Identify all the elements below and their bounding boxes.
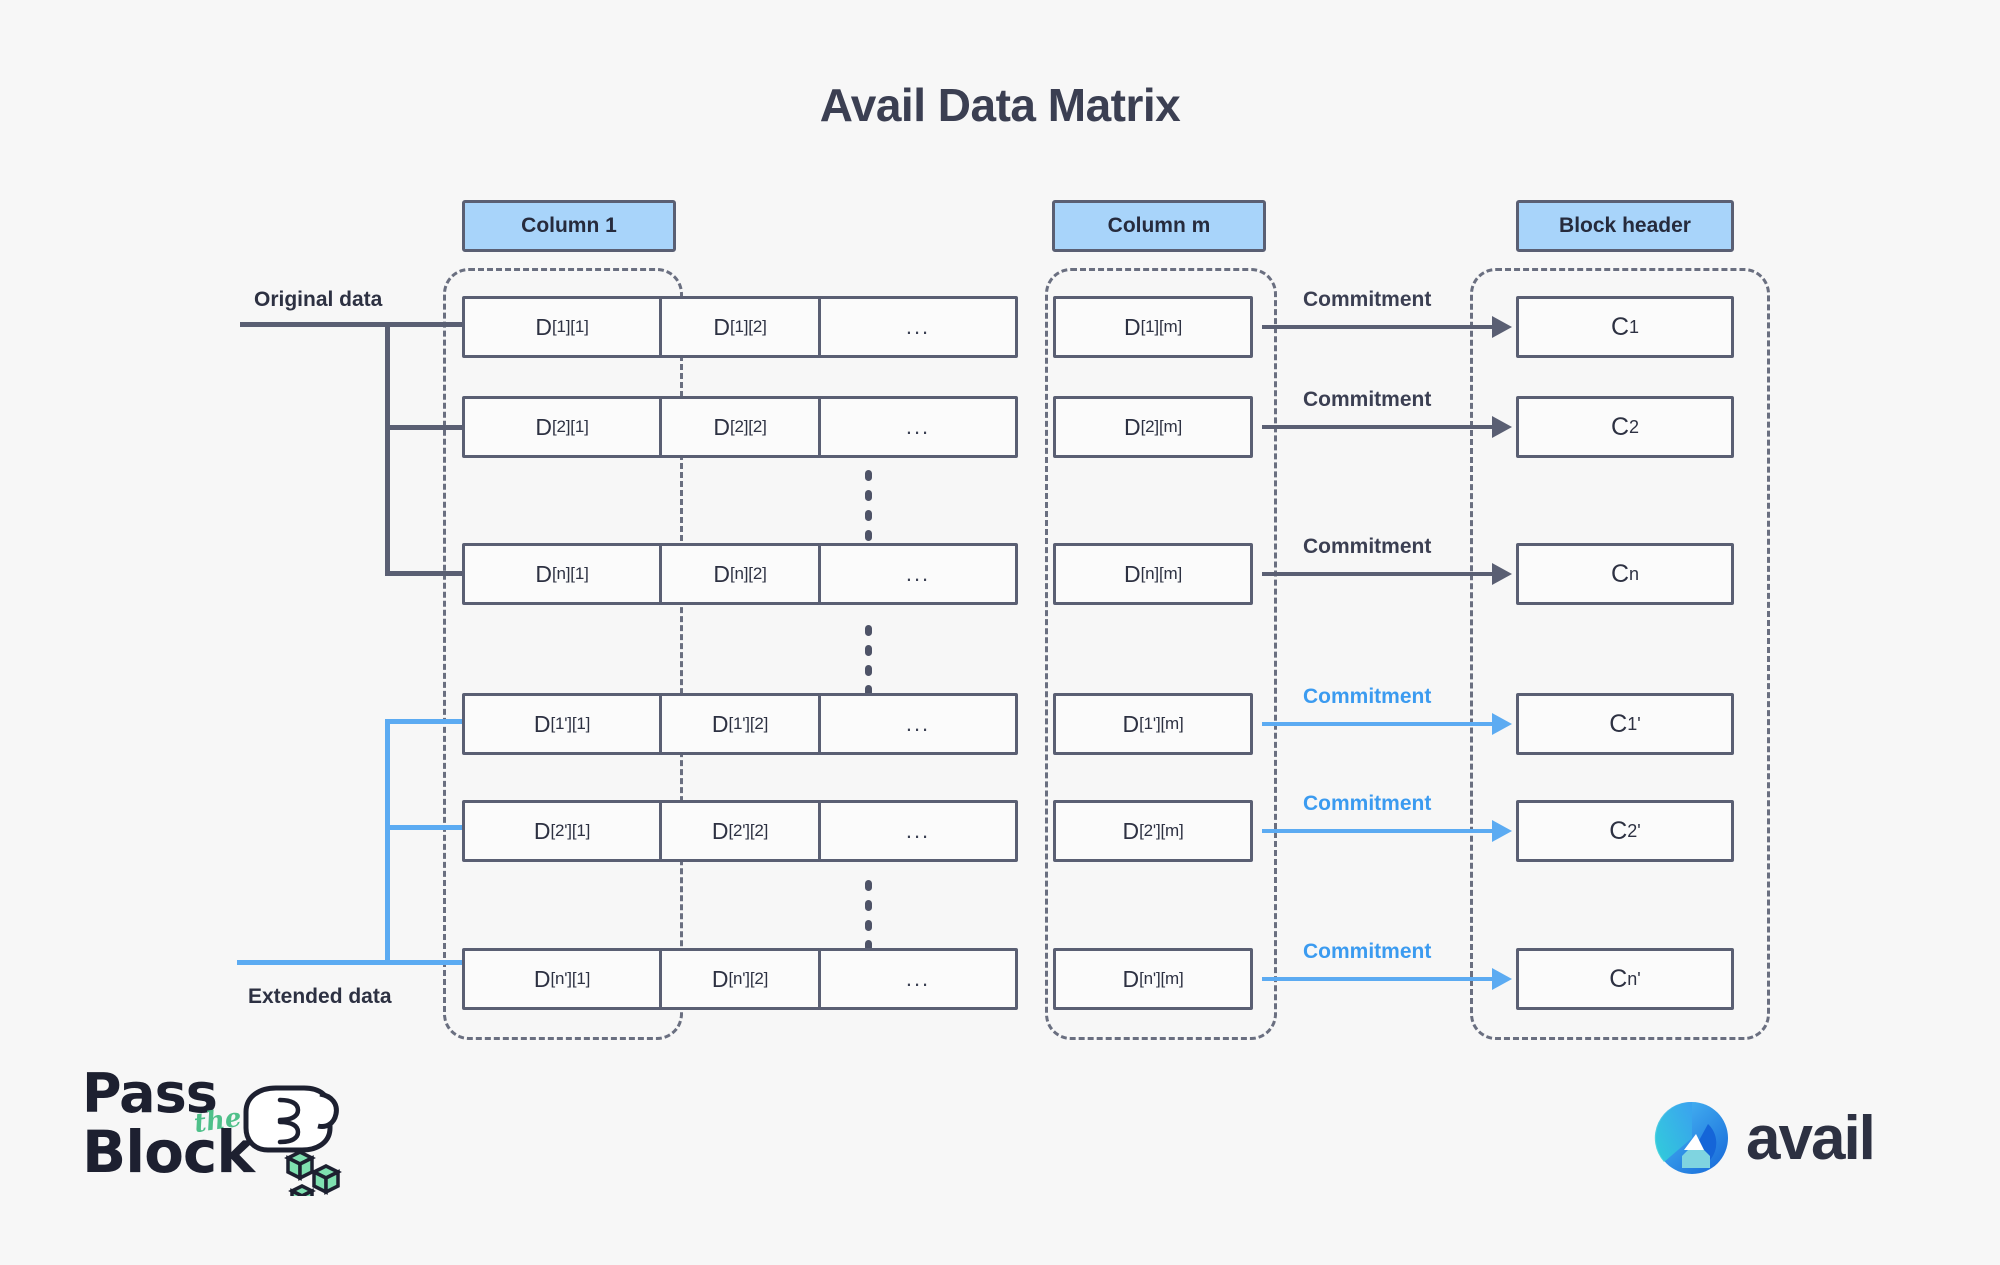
extended-bracket-arm-3 <box>385 960 463 965</box>
matrix-cell: D[1'][1] <box>462 693 662 755</box>
extended-bracket-arm-2 <box>385 825 463 830</box>
matrix-row: D[n'][1] D[n'][2] ... D[n'][m] <box>462 948 1262 1010</box>
commitment-arrow-line <box>1262 425 1492 429</box>
extended-bracket-stem <box>237 960 390 965</box>
matrix-row: D[2'][1] D[2'][2] ... D[2'][m] <box>462 800 1262 862</box>
original-bracket-stem <box>240 322 390 327</box>
extended-bracket-spine <box>385 719 390 965</box>
matrix-cell-ellipsis: ... <box>818 948 1018 1010</box>
original-bracket-arm-2 <box>385 425 463 430</box>
matrix-cell: D[n][m] <box>1053 543 1253 605</box>
matrix-cell: D[n'][m] <box>1053 948 1253 1010</box>
matrix-cell-ellipsis: ... <box>818 693 1018 755</box>
commitment-label: Commitment <box>1303 288 1432 311</box>
commitment-label: Commitment <box>1303 685 1432 708</box>
block-header-chip: Block header <box>1516 200 1734 252</box>
column-header-last: Column m <box>1052 200 1266 252</box>
vertical-ellipsis <box>865 880 872 951</box>
commitment-arrow-line <box>1262 572 1492 576</box>
commitment-arrow-head <box>1492 563 1512 585</box>
matrix-cell: D[2][1] <box>462 396 662 458</box>
matrix-cell: D[2][m] <box>1053 396 1253 458</box>
commitment-arrow-line <box>1262 977 1492 981</box>
matrix-cell: D[2][2] <box>659 396 821 458</box>
commitment-arrow-head <box>1492 968 1512 990</box>
avail-logo: avail <box>1652 1098 1876 1178</box>
matrix-row: D[n][1] D[n][2] ... D[n][m] <box>462 543 1262 605</box>
matrix-cell: D[2'][m] <box>1053 800 1253 862</box>
matrix-cell: D[1'][2] <box>659 693 821 755</box>
commitment-label: Commitment <box>1303 940 1432 963</box>
commitment-arrow-line <box>1262 722 1492 726</box>
matrix-cell-ellipsis: ... <box>818 800 1018 862</box>
commitment-label: Commitment <box>1303 535 1432 558</box>
matrix-row: D[1][1] D[1][2] ... D[1][m] <box>462 296 1262 358</box>
vertical-ellipsis <box>865 625 872 696</box>
column-header-first: Column 1 <box>462 200 676 252</box>
matrix-cell-ellipsis: ... <box>818 296 1018 358</box>
pass-the-block-logo: Pass the Block <box>82 1062 342 1212</box>
original-bracket-spine <box>385 322 390 576</box>
dashed-group-block-header <box>1470 268 1770 1040</box>
dashed-group-column-last <box>1045 268 1277 1040</box>
commitment-arrow-head <box>1492 316 1512 338</box>
page-title: Avail Data Matrix <box>819 79 1181 131</box>
ptb-wordmark-line2: Block <box>82 1118 255 1186</box>
commitment-arrow-head <box>1492 713 1512 735</box>
commitment-arrow-line <box>1262 829 1492 833</box>
matrix-cell: D[2'][1] <box>462 800 662 862</box>
ptb-wordmark-line1: Pass <box>82 1062 218 1125</box>
fist-hand-icon <box>243 1085 342 1196</box>
matrix-cell: D[n][1] <box>462 543 662 605</box>
commitment-arrow-line <box>1262 325 1492 329</box>
vertical-ellipsis <box>865 470 872 541</box>
dashed-group-column-first <box>443 268 683 1040</box>
matrix-cell: D[n'][2] <box>659 948 821 1010</box>
matrix-cell-ellipsis: ... <box>818 396 1018 458</box>
matrix-cell: D[1][m] <box>1053 296 1253 358</box>
label-original-data: Original data <box>254 288 383 311</box>
original-bracket-arm-3 <box>385 571 463 576</box>
matrix-cell-ellipsis: ... <box>818 543 1018 605</box>
original-bracket-arm-1 <box>385 322 463 327</box>
matrix-cell: D[1'][m] <box>1053 693 1253 755</box>
matrix-cell: D[n][2] <box>659 543 821 605</box>
matrix-cell: D[1][1] <box>462 296 662 358</box>
matrix-cell: D[n'][1] <box>462 948 662 1010</box>
matrix-row: D[2][1] D[2][2] ... D[2][m] <box>462 396 1262 458</box>
avail-wordmark: avail <box>1746 1103 1876 1173</box>
commitment-label: Commitment <box>1303 792 1432 815</box>
commitment-label: Commitment <box>1303 388 1432 411</box>
matrix-cell: D[2'][2] <box>659 800 821 862</box>
matrix-cell: D[1][2] <box>659 296 821 358</box>
extended-bracket-arm-1 <box>385 719 463 724</box>
label-extended-data: Extended data <box>248 985 392 1008</box>
avail-mark-icon <box>1654 1101 1728 1174</box>
commitment-arrow-head <box>1492 820 1512 842</box>
matrix-row: D[1'][1] D[1'][2] ... D[1'][m] <box>462 693 1262 755</box>
commitment-arrow-head <box>1492 416 1512 438</box>
